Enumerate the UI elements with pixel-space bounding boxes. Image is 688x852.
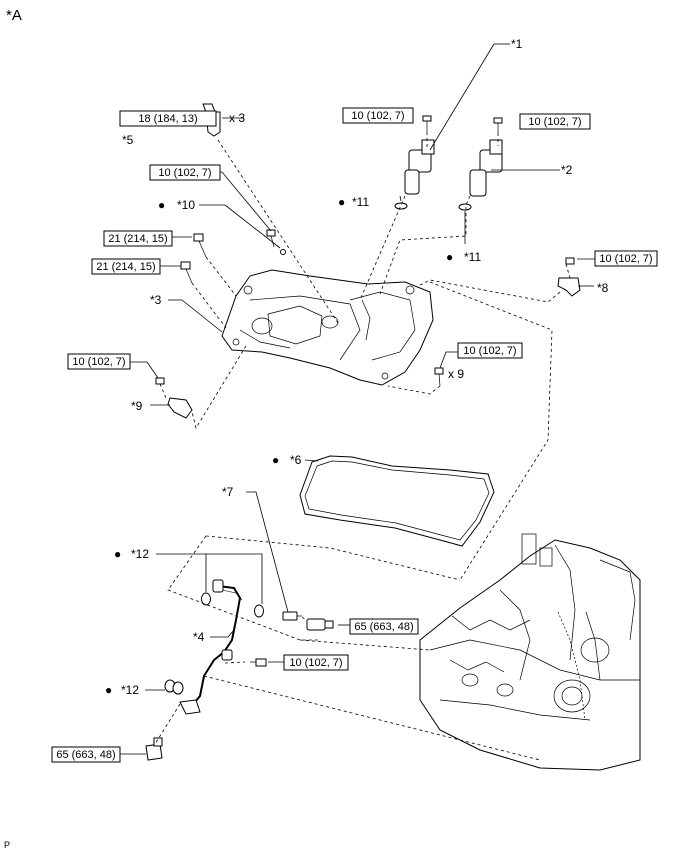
cover-bolt: [434, 367, 444, 387]
o-ring-11b: [458, 203, 472, 211]
pipe-fitting-bottom: [179, 699, 201, 715]
ignition-coil-2: [469, 139, 503, 197]
qty-cover-bolts: x 9: [448, 367, 464, 381]
callout-8: *8: [597, 281, 609, 295]
torque-cover-bolts: 10 (102, 7): [463, 345, 516, 357]
callout-12b: *12: [121, 683, 139, 697]
callout-9: *9: [131, 399, 143, 413]
bolt-top-1: [422, 115, 432, 132]
torque-right-bolt-8: 10 (102, 7): [599, 253, 652, 265]
pipe-bolt: [250, 658, 267, 667]
cylinder-head-cover: [221, 269, 434, 386]
callout-7: *7: [222, 485, 234, 499]
pipe-bracket: [221, 649, 233, 661]
pipe-fitting-top: [212, 579, 224, 593]
callout-12a: *12: [131, 547, 149, 561]
torque-top-bolt-2: 10 (102, 7): [528, 116, 581, 128]
callout-1: *1: [511, 37, 523, 51]
torque-stud-1: 21 (214, 15): [108, 233, 167, 245]
view-label: *A: [6, 7, 22, 24]
new-part-bullet-10: ●: [158, 198, 165, 212]
new-part-bullet-11a: ●: [338, 195, 345, 209]
union-bolt-7: [282, 611, 302, 621]
callout-4: *4: [193, 630, 205, 644]
gasket-12d: [172, 681, 184, 695]
o-ring-11a: [394, 202, 408, 210]
torque-union-bolt-low: 65 (663, 48): [56, 749, 115, 761]
torque-spark-plug: 18 (184, 13): [138, 113, 197, 125]
gasket-12b: [254, 604, 264, 618]
torque-stud-2: 21 (214, 15): [96, 261, 155, 273]
torque-top-bolt-1: 10 (102, 7): [351, 110, 404, 122]
new-part-bullet-12a: ●: [114, 547, 121, 561]
torque-left-bolt-9: 10 (102, 7): [72, 356, 125, 368]
new-part-bullet-11b: ●: [446, 250, 453, 264]
callout-5: *5: [122, 133, 134, 147]
cam-sensor-8: [557, 257, 581, 297]
oil-pipe: [189, 585, 242, 709]
bolt-10: [266, 229, 286, 255]
bolt-top-2: [493, 117, 503, 133]
callout-11a: *11: [352, 195, 369, 209]
stud-2: [180, 261, 193, 284]
callout-11b: *11: [464, 250, 481, 264]
callout-10: *10: [177, 198, 195, 212]
torque-ignition-bolt: 10 (102, 7): [158, 167, 211, 179]
new-part-bullet-6: ●: [272, 453, 279, 467]
qty-spark-plug: x 3: [229, 111, 245, 125]
cam-sensor-9: [155, 377, 193, 419]
new-part-bullet-12b: ●: [105, 683, 112, 697]
callout-3: *3: [150, 293, 162, 307]
callout-2: *2: [561, 163, 573, 177]
gasket-12a: [201, 592, 211, 606]
torque-union-bolt-mid: 65 (663, 48): [354, 621, 413, 633]
torque-pipe-bolt: 10 (102, 7): [289, 657, 342, 669]
union-bolt-mid: [306, 618, 334, 631]
callout-6: *6: [290, 453, 302, 467]
ignition-coil-1: [404, 139, 435, 195]
stud-1: [193, 233, 207, 258]
footer-code: P: [4, 840, 10, 850]
engine-block: [419, 533, 641, 771]
head-cover-gasket: [299, 455, 495, 547]
union-bolt-low: [145, 737, 163, 761]
